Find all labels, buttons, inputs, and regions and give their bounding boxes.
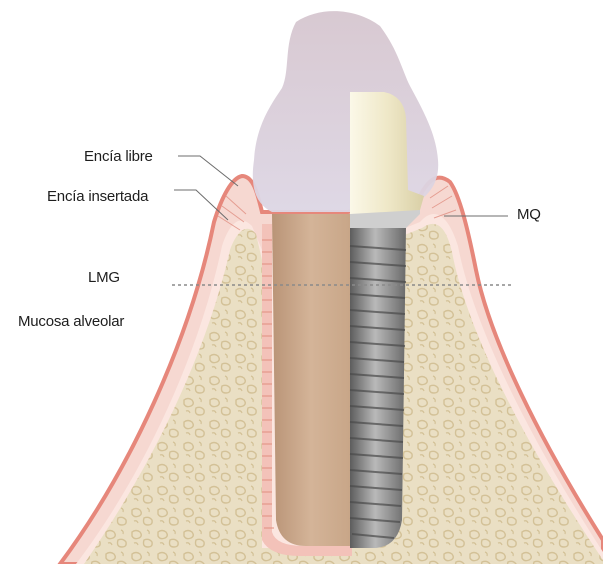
label-encia-libre: Encía libre <box>84 148 153 165</box>
label-lmg: LMG <box>88 269 120 286</box>
implant-body <box>350 226 406 548</box>
label-mq: MQ <box>517 206 541 223</box>
tooth-root <box>272 214 350 546</box>
leader-encia-libre <box>178 156 238 186</box>
label-mucosa-alveolar: Mucosa alveolar <box>18 313 124 330</box>
label-encia-insertada: Encía insertada <box>47 188 148 205</box>
crown <box>253 11 438 212</box>
